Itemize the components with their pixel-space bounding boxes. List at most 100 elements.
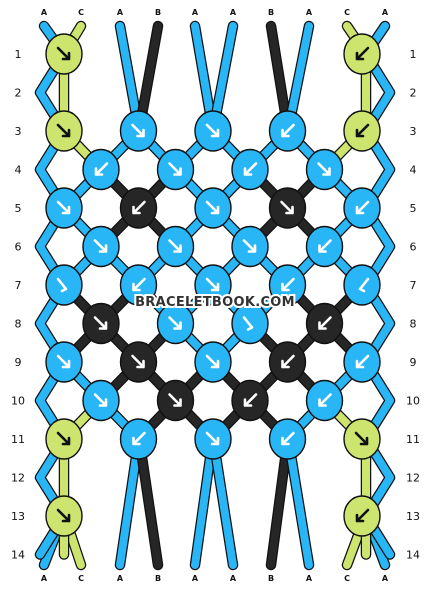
- row-number-right: 12: [406, 472, 420, 485]
- row-number-left: 2: [15, 87, 22, 100]
- knot-row4-3: [231, 148, 269, 191]
- row-number-right: 5: [410, 202, 417, 215]
- row-number-left: 7: [15, 279, 22, 292]
- knot-layer: [45, 33, 381, 537]
- row-number-left: 3: [15, 125, 22, 138]
- string-label-top: A: [41, 8, 48, 17]
- knot-row10-1: [82, 379, 120, 422]
- knot-row6-3: [231, 225, 269, 268]
- arrow-right-down-icon: [131, 123, 145, 138]
- knot-row4-2: [156, 148, 195, 191]
- knot-row10-2: [156, 379, 195, 422]
- knot-row11-4: [268, 418, 307, 460]
- knot-row11-5: [343, 418, 381, 460]
- knot-row11-3: [194, 418, 232, 460]
- arrow-left-down-icon: [318, 316, 332, 330]
- string-label-top: C: [344, 8, 350, 17]
- row-number-left: 14: [11, 549, 25, 562]
- arrow-right-down-icon: [317, 162, 331, 176]
- knot-row9-4: [268, 341, 307, 383]
- knot-row9-2: [119, 341, 158, 383]
- knot-row13-1: [45, 495, 83, 537]
- arrow-right-down-icon: [168, 393, 182, 407]
- row-number-right: 11: [406, 433, 420, 446]
- row-number-left: 5: [15, 202, 22, 215]
- arrow-left-down-icon: [132, 200, 146, 215]
- row-number-right: 13: [406, 510, 420, 523]
- knot-row10-4: [305, 379, 344, 422]
- arrow-left-down-icon: [355, 123, 370, 138]
- knot-row6-2: [156, 225, 195, 268]
- arrow-left-down-icon: [355, 354, 370, 369]
- knot-row8-1: [82, 302, 120, 345]
- arrow-right-left-icon: [358, 277, 370, 293]
- string-label-top: A: [192, 8, 199, 17]
- knot-row4-4: [305, 148, 344, 191]
- arrow-right-down-icon: [56, 200, 71, 215]
- knot-row7-4: [268, 264, 307, 306]
- arrow-left-right-icon: [56, 277, 68, 293]
- string-label-bottom: A: [382, 574, 389, 583]
- knot-row7-2: [119, 264, 158, 306]
- knot-row10-3: [231, 379, 269, 422]
- arrow-right-down-icon: [205, 200, 220, 215]
- knot-row7-3: [194, 264, 232, 306]
- knot-row9-5: [343, 341, 381, 383]
- knot-row8-3: [231, 302, 269, 345]
- arrow-right-down-icon: [354, 431, 369, 446]
- knot-row5-2: [119, 187, 158, 229]
- arrow-left-down-icon: [355, 200, 370, 215]
- row-number-right: 3: [410, 125, 417, 138]
- string-label-bottom: A: [306, 574, 313, 583]
- string-label-bottom: A: [192, 574, 199, 583]
- string-label-bottom: B: [155, 574, 161, 583]
- knot-row9-1: [45, 341, 83, 383]
- knot-row8-2: [156, 302, 195, 345]
- row-number-left: 13: [11, 510, 25, 523]
- row-number-left: 6: [15, 241, 22, 254]
- knot-row13-5: [343, 495, 381, 537]
- arrow-left-down-icon: [318, 393, 332, 407]
- row-number-right: 4: [410, 164, 417, 177]
- arrow-left-down-icon: [281, 354, 295, 369]
- arrow-left-down-icon: [318, 239, 332, 253]
- arrow-right-down-icon: [93, 316, 108, 330]
- arrow-right-down-icon: [56, 354, 71, 369]
- arrow-right-down-icon: [56, 508, 71, 523]
- arrow-right-down-icon: [280, 200, 294, 215]
- knot-row6-1: [82, 225, 120, 268]
- knot-row1-5: [343, 33, 381, 75]
- knot-row3-1: [45, 110, 83, 152]
- knot-row6-4: [305, 225, 344, 268]
- string-label-top: B: [268, 8, 274, 17]
- arrow-left-down-icon: [355, 46, 370, 61]
- knot-row7-5: [343, 264, 381, 306]
- knot-row5-5: [343, 187, 381, 229]
- row-number-left: 10: [11, 395, 25, 408]
- arrow-right-down-icon: [205, 123, 220, 138]
- knot-row5-3: [194, 187, 232, 229]
- row-number-left: 9: [15, 356, 22, 369]
- arrow-right-down-icon: [168, 239, 182, 253]
- arrow-left-down-icon: [243, 162, 258, 176]
- arrow-left-down-icon: [281, 431, 295, 446]
- arrow-right-down-icon: [205, 354, 220, 369]
- knot-row3-2: [119, 110, 158, 152]
- string-label-top: B: [155, 8, 161, 17]
- knot-row1-1: [45, 33, 83, 75]
- row-number-right: 9: [410, 356, 417, 369]
- knot-row11-1: [45, 418, 83, 460]
- arrow-left-right-icon: [242, 316, 254, 331]
- row-number-left: 11: [11, 433, 25, 446]
- arrow-right-down-icon: [93, 393, 108, 407]
- arrow-left-down-icon: [94, 162, 109, 176]
- string-label-bottom: B: [268, 574, 274, 583]
- row-number-left: 1: [15, 48, 22, 61]
- string-label-top: A: [230, 8, 237, 17]
- row-number-right: 8: [410, 318, 417, 331]
- knot-row3-4: [268, 110, 307, 152]
- row-number-right: 7: [410, 279, 417, 292]
- string-label-top: C: [78, 8, 84, 17]
- knot-row3-5: [343, 110, 381, 152]
